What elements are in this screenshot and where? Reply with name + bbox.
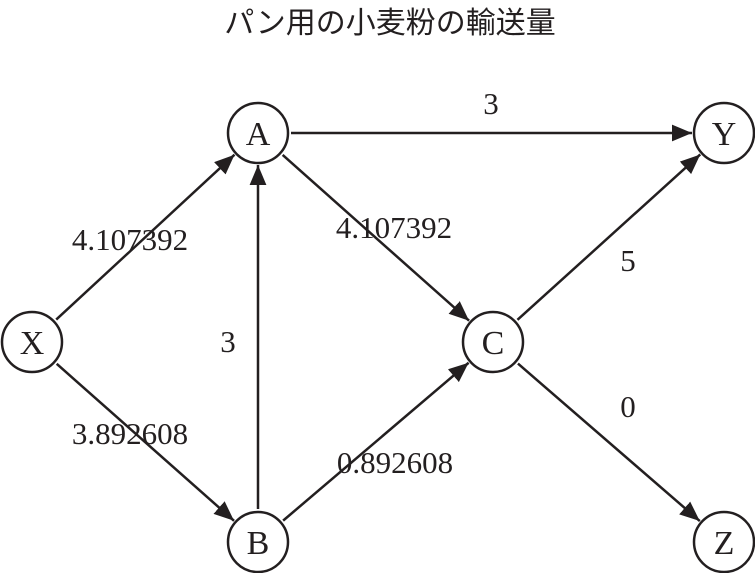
node-label-x: X bbox=[20, 325, 45, 362]
node-a: A bbox=[226, 101, 290, 165]
edges-group: 4.107392 3.892608 3 3 4.107392 0.892608 5 0 bbox=[55, 86, 702, 522]
node-x: X bbox=[0, 310, 64, 374]
diagram-title: パン用の小麦粉の輸送量 bbox=[224, 6, 556, 41]
node-label-c: C bbox=[482, 325, 505, 362]
edge-label-c-y: 5 bbox=[620, 243, 636, 278]
node-label-b: B bbox=[247, 525, 270, 562]
nodes-group: X A B C Y Z bbox=[0, 101, 755, 573]
edge-label-c-z: 0 bbox=[620, 389, 636, 424]
node-label-z: Z bbox=[714, 525, 735, 562]
edge-arrow-c-z bbox=[517, 362, 701, 522]
node-circle-y bbox=[692, 101, 755, 165]
node-c: C bbox=[461, 310, 525, 374]
node-circle-a bbox=[226, 101, 290, 165]
node-z: Z bbox=[692, 510, 755, 573]
node-circle-z bbox=[692, 510, 755, 573]
edge-arrow-x-b bbox=[55, 362, 235, 522]
edge-arrow-x-a bbox=[55, 153, 236, 321]
edge-label-b-a: 3 bbox=[220, 324, 236, 359]
node-circle-x bbox=[0, 310, 64, 374]
edge-label-b-c: 0.892608 bbox=[337, 445, 453, 480]
edge-arrow-b-c bbox=[282, 361, 470, 522]
node-circle-b bbox=[226, 510, 290, 573]
node-b: B bbox=[226, 510, 290, 573]
edge-label-a-c: 4.107392 bbox=[336, 210, 452, 245]
node-label-y: Y bbox=[712, 116, 737, 153]
edge-label-x-a: 4.107392 bbox=[72, 222, 188, 257]
edge-arrow-c-y bbox=[516, 153, 702, 321]
edge-label-x-b: 3.892608 bbox=[72, 416, 188, 451]
node-circle-c bbox=[461, 310, 525, 374]
edge-label-a-y: 3 bbox=[483, 86, 499, 121]
edge-arrow-a-c bbox=[281, 153, 470, 322]
node-label-a: A bbox=[246, 116, 271, 153]
node-y: Y bbox=[692, 101, 755, 165]
